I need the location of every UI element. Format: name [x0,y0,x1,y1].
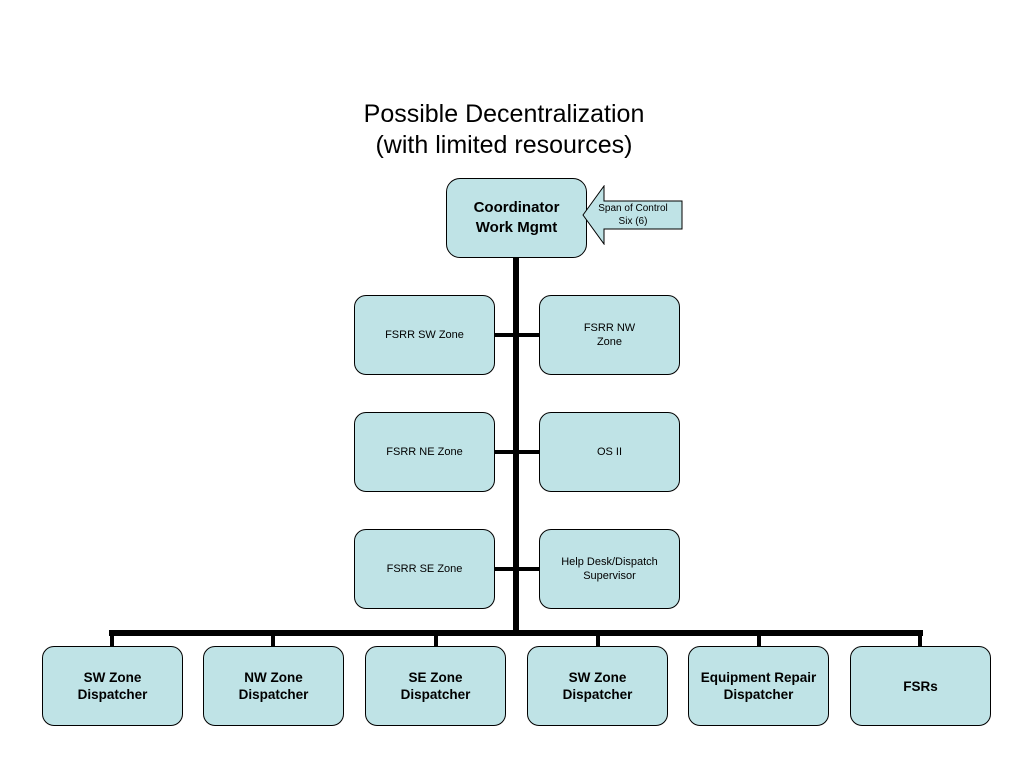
fsrs-box: FSRs [850,646,991,726]
coordinator-label: Coordinator Work Mgmt [473,199,560,236]
fsrr-se-zone-box: FSRR SE Zone [354,529,495,609]
coordinator-box: Coordinator Work Mgmt [446,178,587,258]
se-zone-dispatcher-box: SE Zone Dispatcher [365,646,506,726]
title-line-2: (with limited resources) [375,131,633,159]
sw-zone-dispatcher-2-box: SW Zone Dispatcher [527,646,668,726]
staff-label: FSRR SW Zone [385,329,464,341]
staff-label: FSRR NE Zone [386,446,463,458]
nw-zone-dispatcher-box: NW Zone Dispatcher [203,646,344,726]
bottom-label: NW Zone Dispatcher [238,670,309,702]
staff-label: FSRR NW Zone [583,322,636,348]
span-of-control-arrow [582,185,683,245]
bottom-label: SE Zone Dispatcher [400,670,471,702]
staff-label: OS II [596,446,623,458]
help-desk-supervisor-box: Help Desk/Dispatch Supervisor [539,529,680,609]
equipment-repair-dispatcher-box: Equipment Repair Dispatcher [688,646,829,726]
bottom-label: Equipment Repair Dispatcher [700,670,817,702]
bottom-label: SW Zone Dispatcher [562,670,633,702]
sw-zone-dispatcher-box: SW Zone Dispatcher [42,646,183,726]
staff-label: Help Desk/Dispatch Supervisor [561,556,658,582]
fsrr-sw-zone-box: FSRR SW Zone [354,295,495,375]
title-line-1: Possible Decentralization [363,100,645,128]
staff-label: FSRR SE Zone [386,563,463,575]
os-ii-box: OS II [539,412,680,492]
span-of-control-text: Span of Control Six (6) [598,203,668,227]
bottom-label: SW Zone Dispatcher [77,670,148,702]
bottom-label: FSRs [903,678,938,694]
fsrr-nw-zone-box: FSRR NW Zone [539,295,680,375]
chart-title: Possible Decentralization (with limited … [0,99,1008,161]
fsrr-ne-zone-box: FSRR NE Zone [354,412,495,492]
